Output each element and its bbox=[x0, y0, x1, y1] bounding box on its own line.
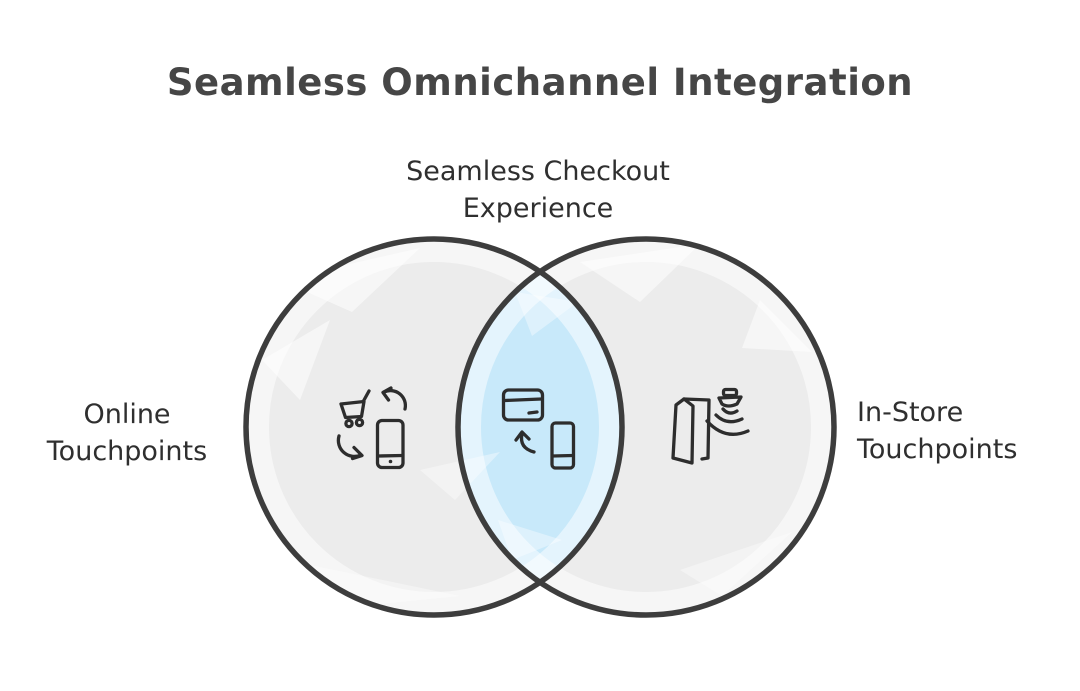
open-door-icon bbox=[671, 397, 711, 465]
phone-band bbox=[376, 453, 405, 458]
phone-band bbox=[550, 453, 575, 458]
right-circle-outline bbox=[455, 236, 837, 618]
diagram-title: Seamless Omnichannel Integration bbox=[166, 61, 914, 104]
cart-basket bbox=[339, 399, 366, 420]
sketch-streak bbox=[498, 520, 562, 560]
arrow-head bbox=[381, 386, 393, 402]
arrow-head bbox=[514, 430, 531, 442]
arrow-up-icon bbox=[514, 430, 536, 454]
beacon-sensor-icon bbox=[717, 387, 743, 408]
signal-wave bbox=[721, 407, 739, 415]
sketch-streak bbox=[580, 244, 700, 302]
right-circle-sketch-texture bbox=[459, 240, 833, 614]
sync-arrow-up-icon bbox=[381, 386, 408, 411]
smartphone-icon bbox=[375, 418, 405, 470]
arrow-head bbox=[350, 445, 364, 461]
left-circle-outline bbox=[243, 236, 625, 618]
sync-arrow-down-icon bbox=[336, 434, 364, 461]
sketch-streak bbox=[515, 292, 578, 336]
intersection-label-line2: Experience bbox=[462, 193, 614, 224]
sketch-rim bbox=[459, 240, 833, 614]
left-set-label: Online Touchpoints bbox=[20, 396, 234, 470]
door-beacon-icon bbox=[671, 387, 750, 465]
card-dash bbox=[527, 410, 539, 415]
left-set-label-line2: Touchpoints bbox=[46, 436, 208, 467]
sketch-rim bbox=[247, 240, 621, 614]
credit-card-icon bbox=[501, 388, 545, 422]
smartphone-icon bbox=[550, 421, 576, 470]
sketch-streak bbox=[280, 248, 420, 312]
card-to-phone-payment-icon bbox=[501, 388, 576, 470]
phone-button bbox=[388, 459, 393, 464]
door-frame bbox=[682, 397, 711, 461]
left-set-label-line1: Online bbox=[83, 399, 171, 430]
intersection-label-line1: Seamless Checkout bbox=[406, 156, 670, 187]
intersection-label: Seamless Checkout Experience bbox=[360, 153, 716, 227]
card-stripe bbox=[503, 397, 543, 403]
cart-handle bbox=[361, 389, 371, 403]
sketch-streak bbox=[262, 320, 330, 400]
cart-phone-sync-icon bbox=[336, 386, 408, 470]
signal-waves-icon bbox=[705, 407, 750, 436]
sketch-streak bbox=[742, 300, 812, 352]
sketch-streak bbox=[680, 532, 792, 596]
right-set-label-line2: Touchpoints bbox=[857, 434, 1018, 465]
beacon-cap bbox=[721, 387, 739, 398]
signal-wave bbox=[714, 413, 744, 424]
phone-body bbox=[550, 421, 576, 470]
arrow-stem bbox=[519, 432, 536, 454]
beacon-body bbox=[717, 395, 743, 408]
cart-wheel bbox=[344, 418, 354, 429]
right-set-label: In-Store Touchpoints bbox=[857, 394, 1080, 468]
intersection-sketch-texture bbox=[498, 292, 578, 560]
intersection-region bbox=[458, 239, 622, 615]
cart-wheel bbox=[354, 417, 365, 428]
card-body bbox=[501, 388, 545, 422]
signal-wave bbox=[705, 419, 750, 436]
shopping-cart-icon bbox=[339, 389, 371, 429]
door-panel bbox=[671, 397, 695, 465]
phone-body bbox=[375, 418, 405, 470]
right-set-label-line1: In-Store bbox=[857, 397, 964, 428]
